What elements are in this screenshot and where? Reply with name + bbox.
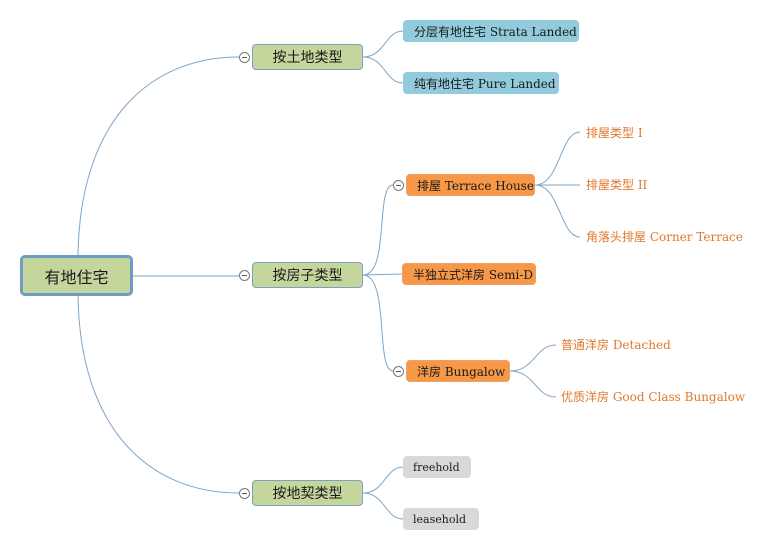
topic-good-class-bungalow[interactable]: 优质洋房 Good Class Bungalow — [561, 389, 746, 404]
connector-terrace-corner — [534, 184, 581, 238]
topic-by-tenure-type[interactable]: 按地契类型 — [252, 480, 363, 506]
topic-freehold[interactable]: freehold — [403, 456, 471, 478]
topic-by-house-type[interactable]: 按房子类型 — [252, 262, 363, 288]
topic-strata-landed[interactable]: 分层有地住宅 Strata Landed — [403, 20, 579, 42]
topic-detached[interactable]: 普通洋房 Detached — [561, 337, 671, 352]
topic-semi-d[interactable]: 半独立式洋房 Semi-D — [402, 263, 536, 285]
connector-root-tenure-type — [77, 295, 240, 494]
topic-by-land-type[interactable]: 按土地类型 — [252, 44, 363, 70]
topic-terrace-type-1[interactable]: 排屋类型 I — [586, 125, 643, 140]
connector-terrace-type-1 — [534, 131, 581, 186]
connector-bungalow-detached — [509, 344, 557, 372]
root-topic[interactable]: 有地住宅 — [20, 255, 133, 296]
connector-bungalow-gcb — [509, 370, 557, 398]
connector-house-bungalow — [362, 274, 394, 372]
connector-house-terrace — [362, 184, 394, 276]
connector-land-pure — [362, 56, 404, 84]
collapse-toggle-land-type[interactable] — [239, 52, 250, 63]
topic-terrace-type-2[interactable]: 排屋类型 II — [586, 177, 648, 192]
connector-land-strata — [362, 30, 404, 58]
connector-house-semi-d — [362, 273, 403, 276]
collapse-toggle-terrace-house[interactable] — [393, 180, 404, 191]
connector-tenure-freehold — [362, 466, 404, 494]
topic-pure-landed[interactable]: 纯有地住宅 Pure Landed — [403, 72, 559, 94]
collapse-toggle-house-type[interactable] — [239, 270, 250, 281]
collapse-toggle-bungalow[interactable] — [393, 366, 404, 377]
connector-root-land-type — [77, 56, 240, 256]
topic-corner-terrace[interactable]: 角落头排屋 Corner Terrace — [586, 229, 743, 244]
topic-terrace-house[interactable]: 排屋 Terrace House — [406, 174, 535, 196]
connector-tenure-leasehold — [362, 492, 404, 520]
topic-bungalow[interactable]: 洋房 Bungalow — [406, 360, 510, 382]
collapse-toggle-tenure-type[interactable] — [239, 488, 250, 499]
topic-leasehold[interactable]: leasehold — [403, 508, 479, 530]
